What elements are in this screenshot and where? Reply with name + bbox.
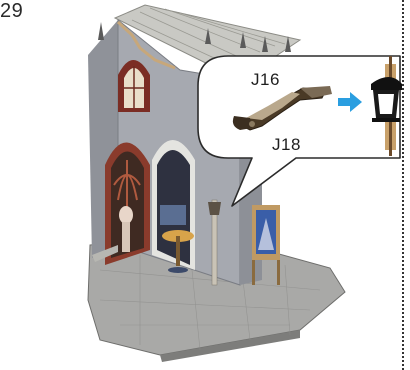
- part-label-j16: J16: [251, 70, 280, 90]
- part-label-j18: J18: [272, 135, 301, 155]
- page-cut-line: [402, 0, 404, 370]
- callout-bubble: [198, 56, 400, 206]
